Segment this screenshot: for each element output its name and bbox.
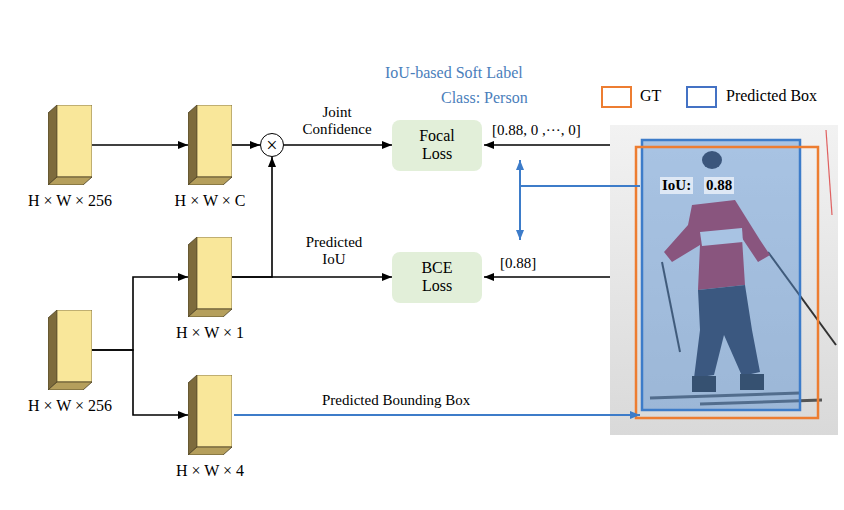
node-label: Focal Loss: [419, 127, 455, 164]
legend-text: GT: [640, 87, 661, 105]
feature-map: H × W × 256: [48, 310, 92, 390]
slab-side: [48, 105, 57, 185]
slab-front: [57, 105, 92, 177]
bbox-label: Predicted Bounding Box: [322, 392, 470, 409]
iou-label: IoU:: [660, 177, 693, 194]
connector: [232, 276, 392, 278]
edge-label: Predicted IoU: [306, 234, 363, 269]
slab-front: [197, 105, 232, 177]
slab-bottom: [48, 177, 92, 185]
slab-bottom: [188, 309, 232, 317]
feature-map: H × W × 256: [48, 105, 92, 185]
feature-map: H × W × 4: [188, 375, 232, 455]
slab-side: [188, 375, 197, 455]
soft-label-vector: [0.88, 0 ,···, 0]: [492, 122, 581, 139]
label-arrow: [484, 276, 610, 278]
label-arrow: [484, 144, 610, 146]
node-label: BCE Loss: [421, 259, 452, 296]
node-label: ×: [266, 135, 277, 155]
connector: [232, 157, 272, 277]
loss-box: BCE Loss: [392, 252, 482, 303]
legend-swatch: [601, 86, 632, 108]
predicted-box: [642, 140, 800, 410]
dimension-label: H × W × 256: [28, 397, 112, 415]
slab-side: [48, 310, 57, 390]
slab-front: [197, 237, 232, 309]
feature-map-shape: [188, 105, 232, 185]
iou-target: [0.88]: [500, 255, 536, 272]
connector: [92, 144, 188, 146]
bbox-arrow: [234, 414, 640, 416]
feature-map-shape: [188, 237, 232, 317]
dimension-label: H × W × 1: [176, 324, 244, 342]
slab-bottom: [188, 447, 232, 455]
dimension-label: H × W × 4: [176, 462, 244, 480]
legend-text: Predicted Box: [726, 87, 817, 105]
slab-front: [197, 375, 232, 447]
gt-box: [636, 147, 818, 418]
slab-side: [188, 237, 197, 317]
loss-box: Focal Loss: [392, 120, 482, 171]
double-arrow: [519, 160, 521, 240]
feature-map-shape: [48, 105, 92, 185]
feature-map: H × W × 1: [188, 237, 232, 317]
dimension-label: H × W × C: [175, 192, 246, 210]
class-label: Class: Person: [441, 89, 528, 107]
slab-bottom: [188, 177, 232, 185]
photo: [610, 125, 838, 435]
slab-bottom: [48, 382, 92, 390]
feature-map-shape: [188, 375, 232, 455]
feature-map: H × W × C: [188, 105, 232, 185]
photo-detail: [826, 130, 832, 215]
slab-side: [188, 105, 197, 185]
multiply-node: ×: [260, 133, 284, 157]
edge-label: Joint Confidence: [302, 104, 371, 139]
connector: [232, 144, 260, 146]
slab-front: [57, 310, 92, 382]
dimension-label: H × W × 256: [28, 192, 112, 210]
feature-map-shape: [48, 310, 92, 390]
connector: [284, 144, 392, 146]
title-label: IoU-based Soft Label: [385, 64, 523, 82]
legend-swatch: [686, 86, 717, 108]
connector: [92, 277, 188, 350]
leader-line: [520, 185, 640, 187]
iou-value: 0.88: [704, 177, 734, 194]
